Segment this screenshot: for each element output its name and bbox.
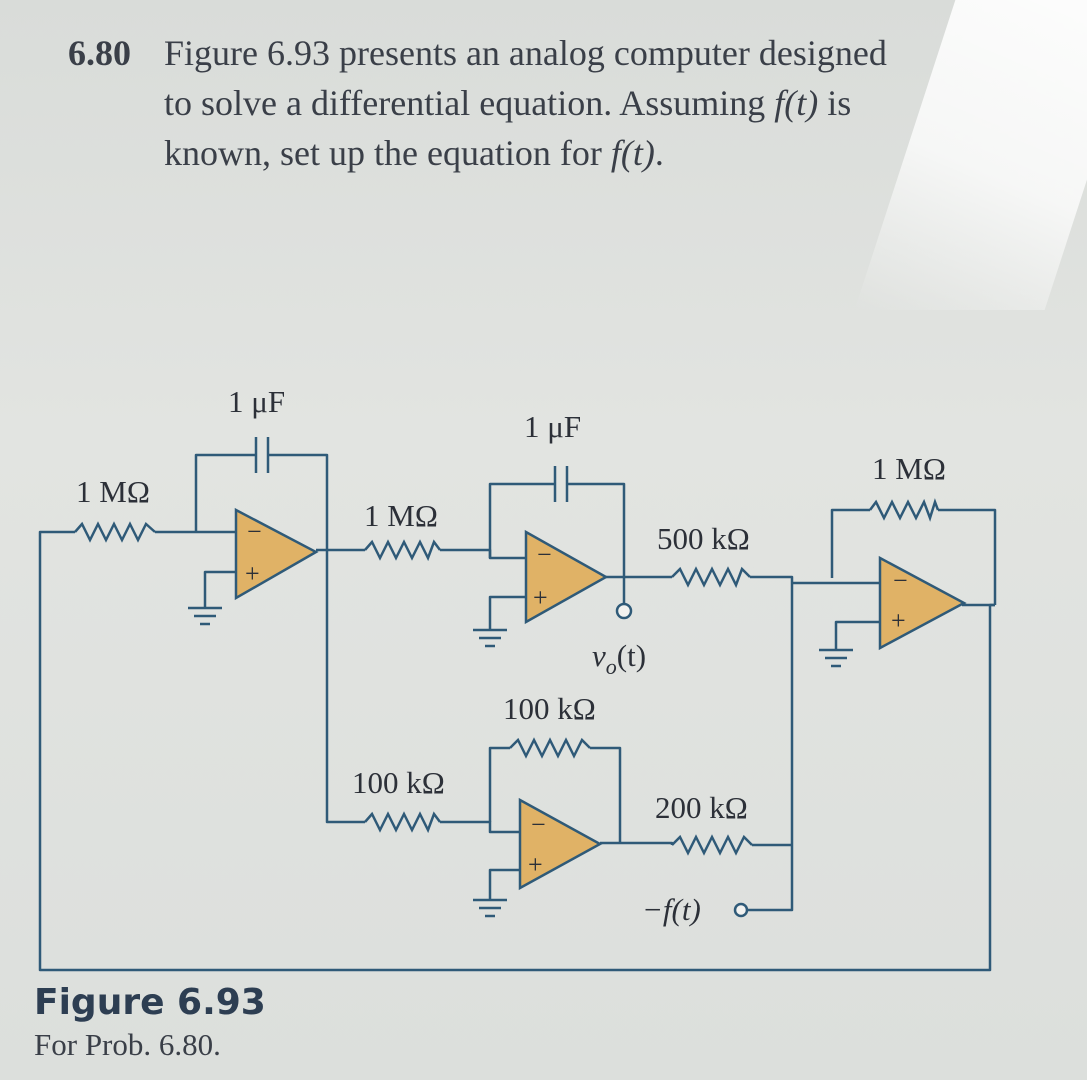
opamp2-plus-sign: + bbox=[533, 583, 548, 612]
opamp1-plus-sign: + bbox=[245, 559, 260, 588]
resistor-100k-input bbox=[364, 811, 441, 834]
label-r-500k: 500 kΩ bbox=[657, 521, 750, 556]
label-r-mid: 1 MΩ bbox=[364, 498, 438, 533]
vo-paren: (t) bbox=[617, 638, 646, 673]
line3-end: . bbox=[654, 133, 664, 173]
ground-symbols bbox=[188, 606, 853, 918]
op-amp-summer bbox=[878, 555, 967, 651]
wire-opamp4-plus-gnd bbox=[488, 868, 522, 900]
line3-text: known, set up the equation for bbox=[164, 133, 611, 173]
figure-caption: Figure 6.93 For Prob. 6.80. bbox=[34, 982, 266, 1063]
wire-r-fb-right bbox=[590, 746, 622, 843]
figure-number: Figure 6.93 bbox=[34, 982, 266, 1023]
vo-sub: o bbox=[606, 654, 617, 679]
line2-text: to solve a differential equation. Assumi… bbox=[164, 83, 775, 123]
label-c2: 1 μF bbox=[524, 409, 581, 444]
ground-icon bbox=[473, 898, 507, 918]
opamp4-plus-sign: + bbox=[528, 850, 543, 879]
ground-icon bbox=[473, 628, 507, 648]
label-r-in1: 1 MΩ bbox=[76, 474, 150, 509]
wire-c2-right bbox=[572, 482, 626, 577]
resistor-100k-feedback bbox=[509, 737, 591, 759]
wire-opamp1-plus-gnd bbox=[203, 570, 238, 608]
line2-italic: f(t) bbox=[774, 83, 819, 123]
wire-c2-left bbox=[488, 482, 550, 558]
minus-f-terminal bbox=[733, 902, 749, 918]
wire-r2-to-opamp2 bbox=[440, 548, 528, 560]
opamp4-minus-sign: − bbox=[531, 810, 546, 839]
resistor-1M-input bbox=[74, 521, 156, 543]
opamp3-plus-sign: + bbox=[891, 606, 906, 635]
problem-text-line-1: Figure 6.93 presents an analog computer … bbox=[164, 33, 887, 73]
resistor-1M-middle bbox=[364, 539, 441, 562]
wire-summing-node bbox=[748, 575, 794, 912]
problem-text-line-3: known, set up the equation for f(t). bbox=[164, 128, 984, 178]
wire-r-in-to-opamp4 bbox=[440, 820, 522, 834]
vo-v: v bbox=[592, 638, 606, 673]
label-c1: 1 μF bbox=[228, 384, 285, 419]
label-r-100k-input: 100 kΩ bbox=[352, 765, 445, 800]
wire-c1-left bbox=[194, 453, 248, 532]
op-amp-integrator-2 bbox=[524, 529, 609, 625]
wire-opamp2-plus-gnd bbox=[488, 595, 528, 630]
wire-r-fb-left bbox=[488, 746, 510, 822]
ground-icon bbox=[188, 606, 222, 626]
wires bbox=[38, 453, 997, 972]
problem-number: 6.80 bbox=[68, 33, 131, 73]
op-amps bbox=[234, 507, 967, 891]
wire-c1-right bbox=[276, 453, 329, 550]
opamp2-minus-sign: − bbox=[537, 540, 552, 569]
capacitors bbox=[248, 437, 572, 502]
resistor-1M-right-feedback bbox=[869, 498, 940, 522]
label-r-200k: 200 kΩ bbox=[655, 790, 748, 825]
resistor-500k bbox=[671, 566, 751, 589]
label-r-100k-feedback: 100 kΩ bbox=[503, 691, 596, 726]
line2-end: is bbox=[818, 83, 852, 123]
wire-right-feedback-out bbox=[938, 508, 997, 605]
opamp1-minus-sign: − bbox=[247, 517, 262, 546]
wire-opamp1-down bbox=[325, 550, 365, 824]
opamp3-minus-sign: − bbox=[893, 566, 908, 595]
vo-terminal bbox=[615, 602, 633, 620]
op-amp-integrator-1 bbox=[234, 507, 319, 601]
op-amp-inverter bbox=[518, 797, 603, 891]
wire-opamp4-out bbox=[600, 841, 674, 845]
wire-opamp3-plus-gnd bbox=[834, 620, 882, 650]
ground-icon bbox=[819, 648, 853, 668]
problem-text: Figure 6.93 presents an analog computer … bbox=[164, 28, 984, 178]
label-minus-f: −f(t) bbox=[642, 892, 701, 927]
label-r-right-feedback: 1 MΩ bbox=[872, 451, 946, 486]
resistors bbox=[74, 498, 940, 856]
problem-text-line-2: to solve a differential equation. Assumi… bbox=[164, 78, 984, 128]
figure-subtitle: For Prob. 6.80. bbox=[34, 1027, 221, 1062]
label-vo: vo(t) bbox=[592, 638, 646, 679]
line3-italic: f(t) bbox=[610, 133, 655, 173]
op-amp-signs: − + − + − + − + bbox=[245, 517, 908, 879]
wire-right-feedback-in bbox=[830, 508, 870, 578]
resistor-200k bbox=[671, 834, 753, 856]
